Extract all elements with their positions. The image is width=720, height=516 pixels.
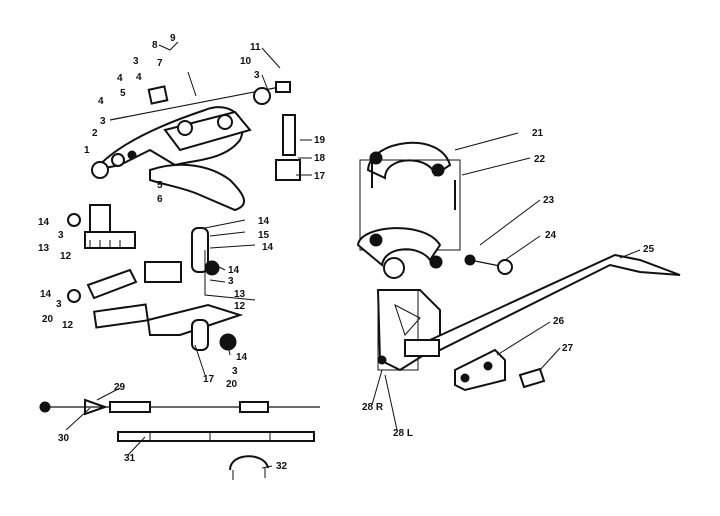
label-5: 5 <box>157 180 163 191</box>
label-28R: 28 R <box>362 402 384 413</box>
brake-cables <box>39 398 320 480</box>
label-14: 14 <box>40 289 52 300</box>
label-3: 3 <box>133 56 139 67</box>
label-12: 12 <box>234 301 246 312</box>
label-13: 13 <box>38 243 50 254</box>
label-13: 13 <box>234 289 246 300</box>
label-30: 30 <box>58 433 70 444</box>
label-16: 14 <box>258 216 270 227</box>
label-25: 25 <box>643 244 655 255</box>
label-28L: 28 L <box>393 428 413 439</box>
label-12: 12 <box>62 320 74 331</box>
label-19: 19 <box>314 135 326 146</box>
label-26: 26 <box>553 316 565 327</box>
label-21: 21 <box>532 128 544 139</box>
label-17: 17 <box>314 171 326 182</box>
label-14: 14 <box>262 242 274 253</box>
label-5: 5 <box>120 88 126 99</box>
label-3: 3 <box>228 276 234 287</box>
label-4: 4 <box>98 96 104 107</box>
label-29: 29 <box>114 382 126 393</box>
label-7: 7 <box>157 58 163 69</box>
label-14: 14 <box>38 217 50 228</box>
label-14: 14 <box>228 265 240 276</box>
label-24: 24 <box>545 230 557 241</box>
label-4: 4 <box>136 72 142 83</box>
label-20: 20 <box>42 314 54 325</box>
label-1: 1 <box>84 145 90 156</box>
label-20: 20 <box>226 379 238 390</box>
label-8: 8 <box>152 40 158 51</box>
label-4: 4 <box>117 73 123 84</box>
label-32: 32 <box>276 461 288 472</box>
lever-assembly <box>356 141 681 392</box>
caliper-brake-assembly <box>67 71 301 351</box>
label-12: 12 <box>60 251 72 262</box>
label-15: 15 <box>258 230 270 241</box>
label-2: 2 <box>92 128 98 139</box>
label-9: 9 <box>170 33 176 44</box>
label-23: 23 <box>543 195 555 206</box>
label-10: 10 <box>240 56 252 67</box>
label-27: 27 <box>562 343 574 354</box>
label-18: 18 <box>314 153 326 164</box>
label-17: 17 <box>203 374 215 385</box>
part-labels: 8 9 3 7 4 4 5 4 3 2 1 11 10 3 19 18 17 5… <box>38 33 655 472</box>
label-22: 22 <box>534 154 546 165</box>
label-31: 31 <box>124 453 136 464</box>
label-14: 14 <box>236 352 248 363</box>
leader-lines <box>65 41 641 469</box>
label-3: 3 <box>56 299 62 310</box>
label-11: 11 <box>250 42 261 53</box>
label-3: 3 <box>232 366 238 377</box>
label-3: 3 <box>100 116 106 127</box>
label-3: 3 <box>58 230 64 241</box>
label-6: 6 <box>157 194 163 205</box>
label-3: 3 <box>254 70 260 81</box>
